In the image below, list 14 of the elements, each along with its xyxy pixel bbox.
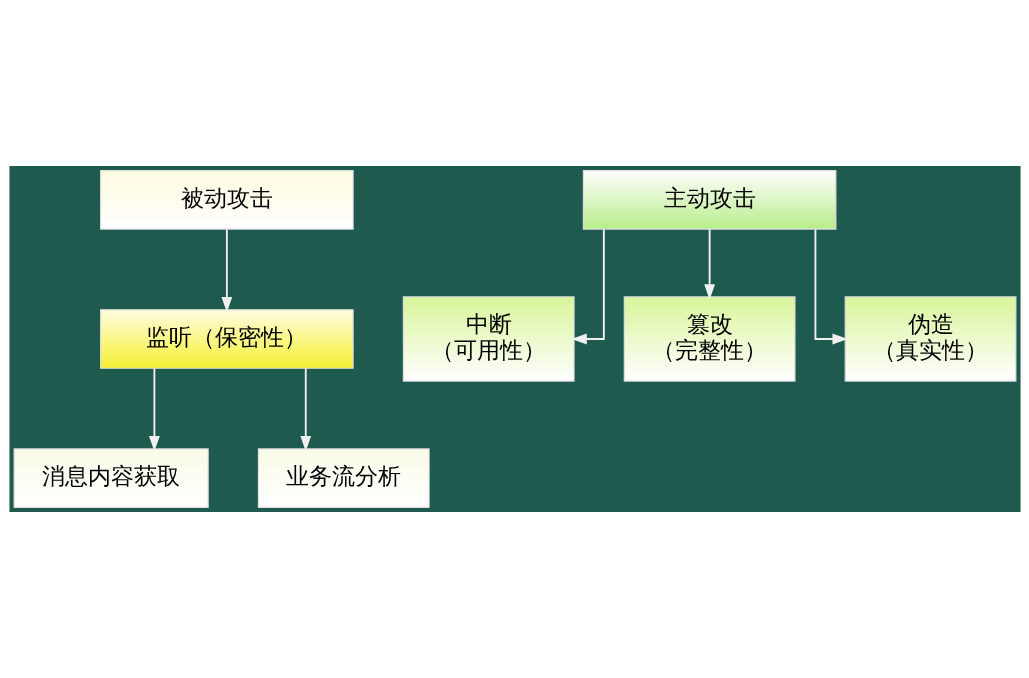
node-box: 监听（保密性） xyxy=(99,309,354,369)
arrow xyxy=(813,228,848,345)
arrow xyxy=(570,228,605,345)
arrow xyxy=(220,228,232,313)
node-box: 中断 （可用性） xyxy=(402,296,575,382)
arrow xyxy=(299,367,311,452)
arrow xyxy=(148,367,160,452)
node-box: 消息内容获取 xyxy=(13,448,209,508)
node-box: 主动攻击 xyxy=(582,170,836,230)
arrow xyxy=(703,228,715,300)
node-box: 被动攻击 xyxy=(99,170,354,230)
node-box: 篡改 （完整性） xyxy=(623,296,796,382)
node-box: 业务流分析 xyxy=(257,448,430,508)
node-box: 伪造 （真实性） xyxy=(844,296,1016,382)
